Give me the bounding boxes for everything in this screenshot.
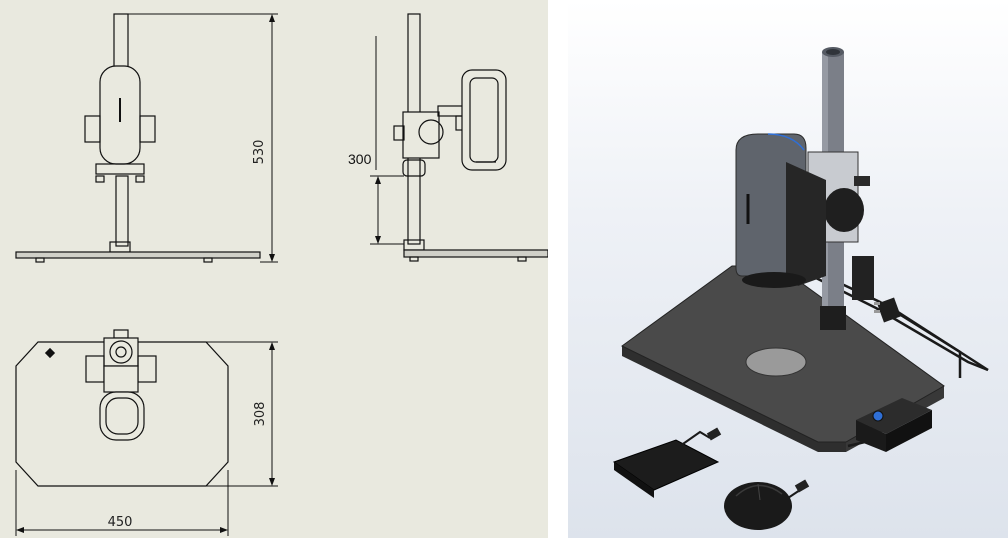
depth-dimension-label: 308 — [253, 402, 268, 427]
depth-dimension — [206, 341, 278, 487]
technical-drawing: 530 300 — [15, 13, 548, 536]
width-dimension — [15, 470, 229, 536]
camera-body — [735, 133, 826, 288]
focus-travel-dimension — [370, 36, 404, 245]
mouse — [724, 479, 810, 530]
stage-hole — [745, 347, 807, 377]
control-box — [856, 398, 932, 452]
top-view — [15, 329, 229, 487]
height-dimension — [128, 13, 278, 263]
side-view — [393, 13, 548, 262]
focus-travel-label: 300 — [348, 151, 372, 167]
height-dimension-label: 530 — [252, 140, 267, 165]
technical-drawing-panel: 530 300 — [0, 0, 548, 538]
render-panel — [568, 0, 1008, 538]
width-dimension-label: 450 — [108, 515, 133, 530]
product-render — [612, 47, 989, 530]
power-plug — [874, 297, 901, 323]
keypad — [612, 427, 722, 498]
front-view — [15, 13, 261, 263]
